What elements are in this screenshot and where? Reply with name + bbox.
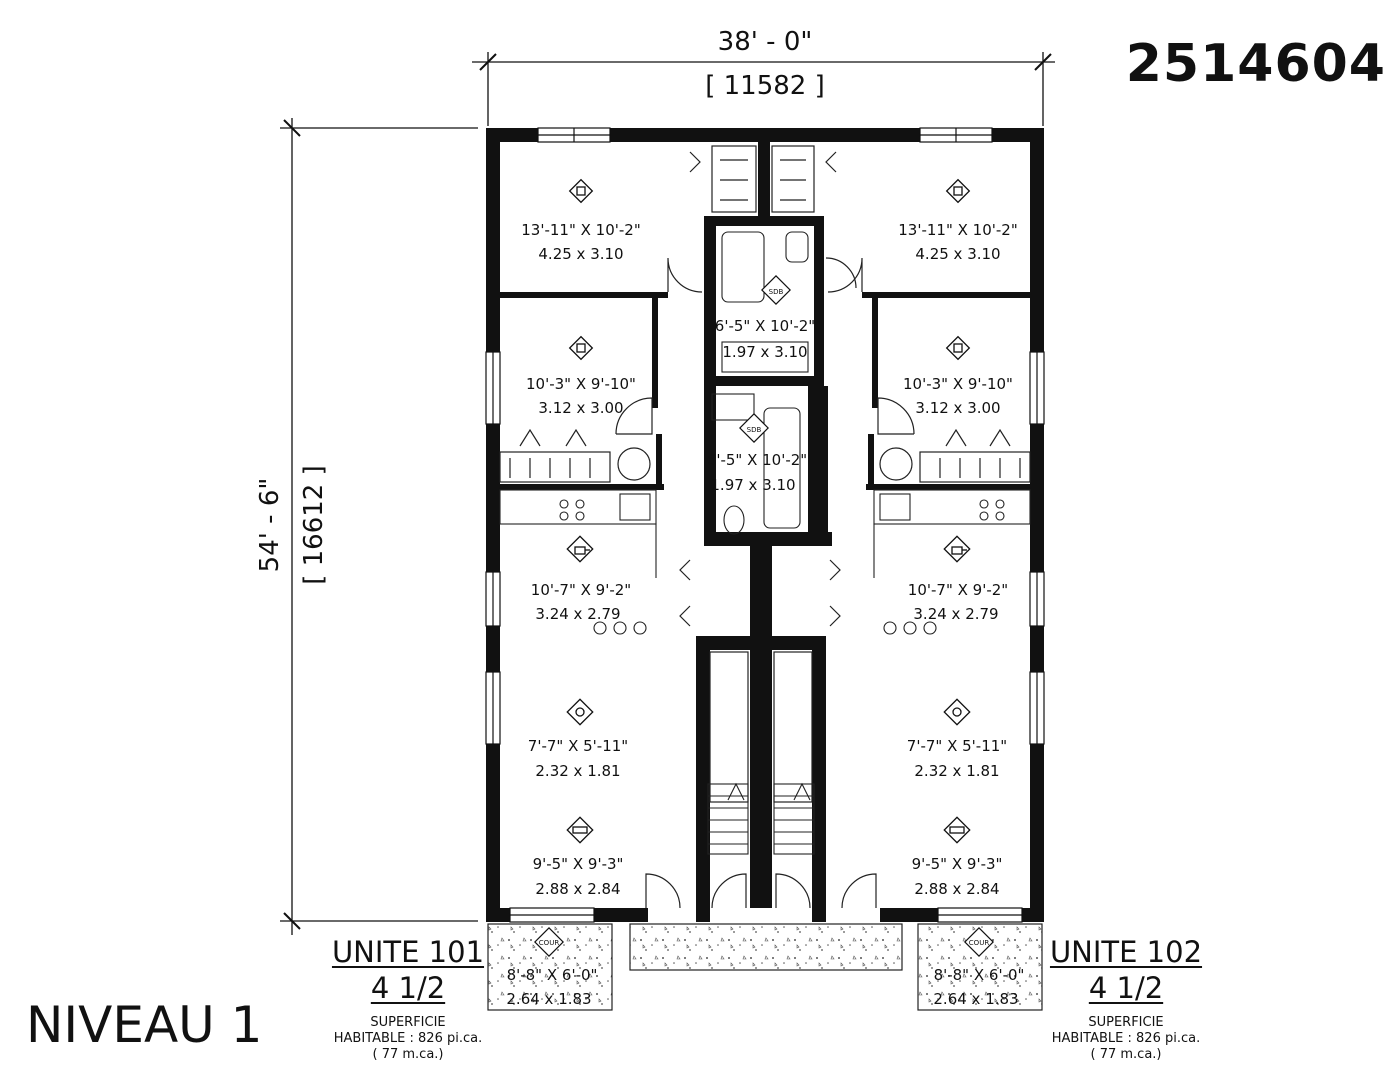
room-kitchen-right: 10'-7" X 9'-2" 3.24 x 2.79 (908, 535, 1008, 623)
room-imperial: 7'-7" X 5'-11" (528, 737, 628, 755)
room-bed-right-2: 10'-3" X 9'-10" 3.12 x 3.00 (903, 335, 1013, 417)
room-imperial: 13'-11" X 10'-2" (898, 221, 1018, 239)
unit-type: 4 1/2 (1088, 971, 1164, 1005)
bathroom-tag-icon: SDB (761, 275, 791, 305)
room-bed-left-top: 13'-11" X 10'-2" 4.25 x 3.10 (521, 178, 641, 263)
area-label: SUPERFICIE (1088, 1015, 1164, 1030)
plan-number: 2514604 (1125, 34, 1386, 94)
room-bed-left-2: 10'-3" X 9'-10" 3.12 x 3.00 (526, 335, 636, 417)
room-imperial: 13'-11" X 10'-2" (521, 221, 641, 239)
bathroom-fixtures (711, 231, 809, 535)
room-bath-upper: SDB 6'-5" X 10'-2" 1.97 x 3.10 (715, 275, 815, 361)
kitchen-pot-icon (566, 535, 594, 563)
depth-imperial: 54' - 6" (255, 478, 285, 573)
room-imperial: 9'-5" X 9'-3" (533, 855, 624, 873)
room-metric: 1.97 x 3.10 (722, 343, 807, 361)
room-metric: 3.24 x 2.79 (913, 605, 998, 623)
yard-tag-icon: COUR (534, 927, 564, 957)
doors (519, 151, 1011, 909)
depth-metric: [ 16612 ] (299, 465, 329, 585)
unit-area: SUPERFICIE HABITABLE : 826 pi.ca. ( 77 m… (320, 1015, 496, 1063)
width-dimension (472, 52, 1055, 126)
dining-plate-icon (566, 698, 594, 726)
area-label: SUPERFICIE (370, 1015, 446, 1030)
unit-name: UNITE 101 (331, 935, 485, 969)
room-tag: SDB (769, 288, 784, 296)
room-metric: 2.88 x 2.84 (914, 880, 999, 898)
unit-name: UNITE 102 (1049, 935, 1203, 969)
room-imperial: 6'-5" X 10'-2" (715, 317, 815, 335)
bedroom-tag-icon (568, 178, 594, 204)
room-imperial: 8'-8" X 6'-0" (934, 966, 1025, 984)
room-living-left: 9'-5" X 9'-3" 2.88 x 2.84 (533, 816, 624, 898)
room-imperial: 9'-5" X 9'-3" (912, 855, 1003, 873)
level-title: NIVEAU 1 (26, 996, 263, 1054)
room-imperial: 10'-7" X 9'-2" (908, 581, 1008, 599)
room-metric: 2.32 x 1.81 (914, 762, 999, 780)
unit-type: 4 1/2 (370, 971, 446, 1005)
dining-plate-icon (943, 698, 971, 726)
area-value: HABITABLE : 826 pi.ca. (333, 1031, 483, 1046)
room-dining-left: 7'-7" X 5'-11" 2.32 x 1.81 (528, 698, 628, 780)
room-tag: COUR (539, 939, 560, 947)
bedroom-tag-icon (945, 178, 971, 204)
room-metric: 2.64 x 1.83 (506, 990, 591, 1008)
bedroom-tag-icon (945, 335, 971, 361)
area-value: HABITABLE : 826 pi.ca. (1051, 1031, 1201, 1046)
room-metric: 3.12 x 3.00 (915, 399, 1000, 417)
room-metric: 3.12 x 3.00 (538, 399, 623, 417)
room-metric: 4.25 x 3.10 (915, 245, 1000, 263)
room-imperial: 10'-7" X 9'-2" (531, 581, 631, 599)
room-metric: 1.97 x 3.10 (710, 476, 795, 494)
bedroom-tag-icon (568, 335, 594, 361)
room-dining-right: 7'-7" X 5'-11" 2.32 x 1.81 (907, 698, 1007, 780)
living-sofa-icon (566, 816, 594, 844)
room-bath-lower: SDB 6'-5" X 10'-2" 1.97 x 3.10 (707, 413, 807, 494)
kitchen-fixtures (499, 489, 1031, 635)
width-imperial: 38' - 0" (718, 27, 813, 57)
room-metric: 4.25 x 3.10 (538, 245, 623, 263)
width-metric: [ 11582 ] (705, 71, 825, 101)
unit-area: SUPERFICIE HABITABLE : 826 pi.ca. ( 77 m… (1038, 1015, 1214, 1063)
depth-dimension (280, 118, 478, 935)
living-sofa-icon (943, 816, 971, 844)
stairs (707, 782, 815, 855)
room-bed-right-top: 13'-11" X 10'-2" 4.25 x 3.10 (898, 178, 1018, 263)
windows (485, 127, 1045, 923)
unit-102-info: UNITE 102 4 1/2 SUPERFICIE HABITABLE : 8… (1038, 935, 1214, 1063)
room-tag: COUR (969, 939, 990, 947)
kitchen-pot-icon (943, 535, 971, 563)
room-living-right: 9'-5" X 9'-3" 2.88 x 2.84 (912, 816, 1003, 898)
room-imperial: 10'-3" X 9'-10" (526, 375, 636, 393)
area-metric: ( 77 m.ca.) (372, 1047, 444, 1062)
room-kitchen-left: 10'-7" X 9'-2" 3.24 x 2.79 (531, 535, 631, 623)
room-metric: 2.88 x 2.84 (535, 880, 620, 898)
yard-tag-icon: COUR (964, 927, 994, 957)
room-tag: SDB (747, 426, 762, 434)
room-yard-left: COUR 8'-8" X 6'-0" 2.64 x 1.83 (506, 927, 598, 1008)
area-metric: ( 77 m.ca.) (1090, 1047, 1162, 1062)
unit-101-info: UNITE 101 4 1/2 SUPERFICIE HABITABLE : 8… (320, 935, 496, 1063)
bathroom-tag-icon: SDB (739, 413, 769, 443)
room-imperial: 8'-8" X 6'-0" (507, 966, 598, 984)
room-metric: 3.24 x 2.79 (535, 605, 620, 623)
room-yard-right: COUR 8'-8" X 6'-0" 2.64 x 1.83 (933, 927, 1025, 1008)
room-metric: 2.64 x 1.83 (933, 990, 1018, 1008)
room-imperial: 7'-7" X 5'-11" (907, 737, 1007, 755)
room-imperial: 6'-5" X 10'-2" (707, 451, 807, 469)
room-imperial: 10'-3" X 9'-10" (903, 375, 1013, 393)
closets (499, 145, 1031, 803)
room-metric: 2.32 x 1.81 (535, 762, 620, 780)
interior-walls (500, 142, 1030, 922)
